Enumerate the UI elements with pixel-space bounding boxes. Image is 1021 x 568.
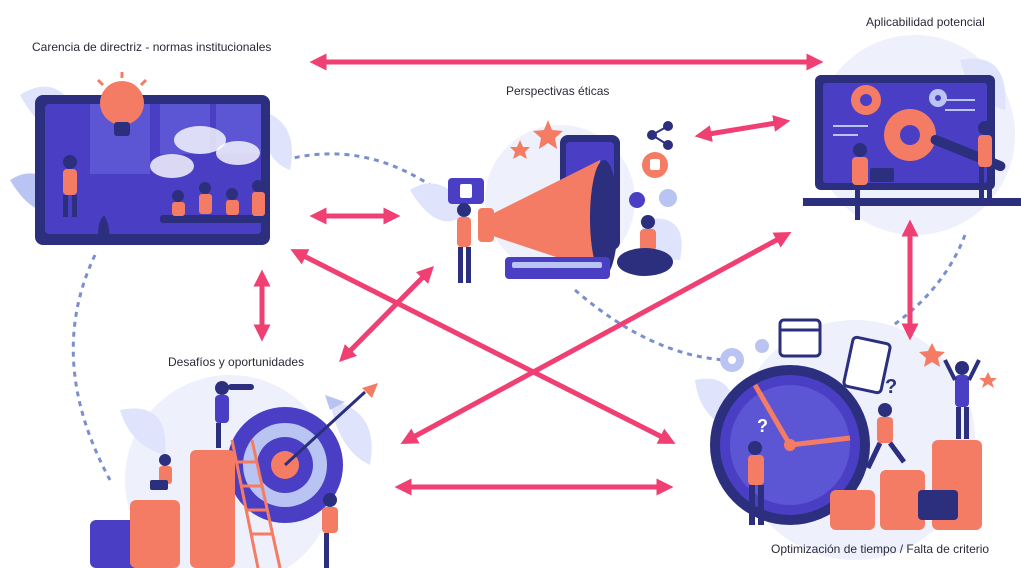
lightbulb-icon bbox=[96, 72, 148, 136]
person-climbing bbox=[322, 493, 338, 568]
person-with-telescope bbox=[215, 381, 254, 448]
gear-icon bbox=[851, 85, 947, 161]
person-with-laptop bbox=[150, 454, 172, 490]
perspectivas-illustration bbox=[410, 120, 682, 283]
thumbs-up-icon bbox=[448, 178, 484, 204]
aplicabilidad-illustration bbox=[803, 35, 1021, 235]
carencia-illustration bbox=[10, 72, 292, 245]
calendar-icon bbox=[778, 318, 822, 358]
star-icon bbox=[510, 140, 530, 159]
leaf-bg bbox=[410, 183, 470, 222]
person-running bbox=[865, 403, 907, 470]
person-thinking bbox=[748, 441, 764, 525]
bar-block bbox=[190, 450, 235, 568]
label-aplicabilidad: Aplicabilidad potencial bbox=[866, 15, 985, 29]
label-carencia: Carencia de directriz - normas instituci… bbox=[32, 40, 272, 54]
label-optimizacion: Optimización de tiempo / Falta de criter… bbox=[771, 542, 990, 556]
person-at-laptop bbox=[852, 143, 894, 220]
person-celebrating bbox=[943, 359, 981, 439]
bar-block bbox=[130, 500, 180, 568]
star-icon bbox=[979, 372, 997, 388]
dashed-connector-carencia-perspectivas bbox=[284, 152, 431, 187]
people-at-table bbox=[172, 180, 265, 216]
plant-icon bbox=[98, 215, 110, 245]
speech-bubbles-icon bbox=[150, 126, 260, 178]
person-presenter bbox=[63, 155, 77, 217]
arrow-perspectivas-aplicabilidad bbox=[694, 114, 791, 143]
desk bbox=[803, 198, 1021, 206]
laptop-screen-strip bbox=[512, 262, 602, 268]
person-standing bbox=[978, 121, 992, 199]
label-desafios: Desafíos y oportunidades bbox=[168, 355, 305, 369]
relation-arrows bbox=[253, 53, 919, 496]
desafios-illustration bbox=[90, 375, 378, 568]
dashed-connector-carencia-desafios bbox=[71, 254, 112, 481]
briefcase-icon bbox=[918, 490, 958, 520]
arrow-fletching bbox=[362, 383, 378, 398]
bar-block bbox=[90, 520, 140, 568]
label-perspectivas: Perspectivas éticas bbox=[506, 84, 610, 98]
question-mark-icon: ? bbox=[885, 376, 897, 398]
share-bubble-icon bbox=[629, 192, 645, 208]
bar-block bbox=[880, 470, 925, 530]
clipboard-icon bbox=[842, 335, 892, 395]
star-icon bbox=[533, 120, 563, 149]
star-icon bbox=[919, 343, 945, 367]
meeting-table bbox=[160, 215, 270, 223]
optimizacion-illustration: ? ? bbox=[695, 318, 997, 560]
share-icon bbox=[647, 121, 673, 150]
chat-bubble-icon bbox=[659, 189, 677, 207]
ladder-icon bbox=[230, 439, 282, 568]
like-bubble-icon bbox=[642, 152, 668, 178]
arrow-desafios-aplicabilidad bbox=[400, 231, 792, 445]
bar-block bbox=[830, 490, 875, 530]
leaf-bg bbox=[120, 408, 166, 455]
question-mark-icon: ? bbox=[757, 416, 768, 436]
dashed-connector-perspectivas-optimizacion bbox=[574, 288, 726, 362]
